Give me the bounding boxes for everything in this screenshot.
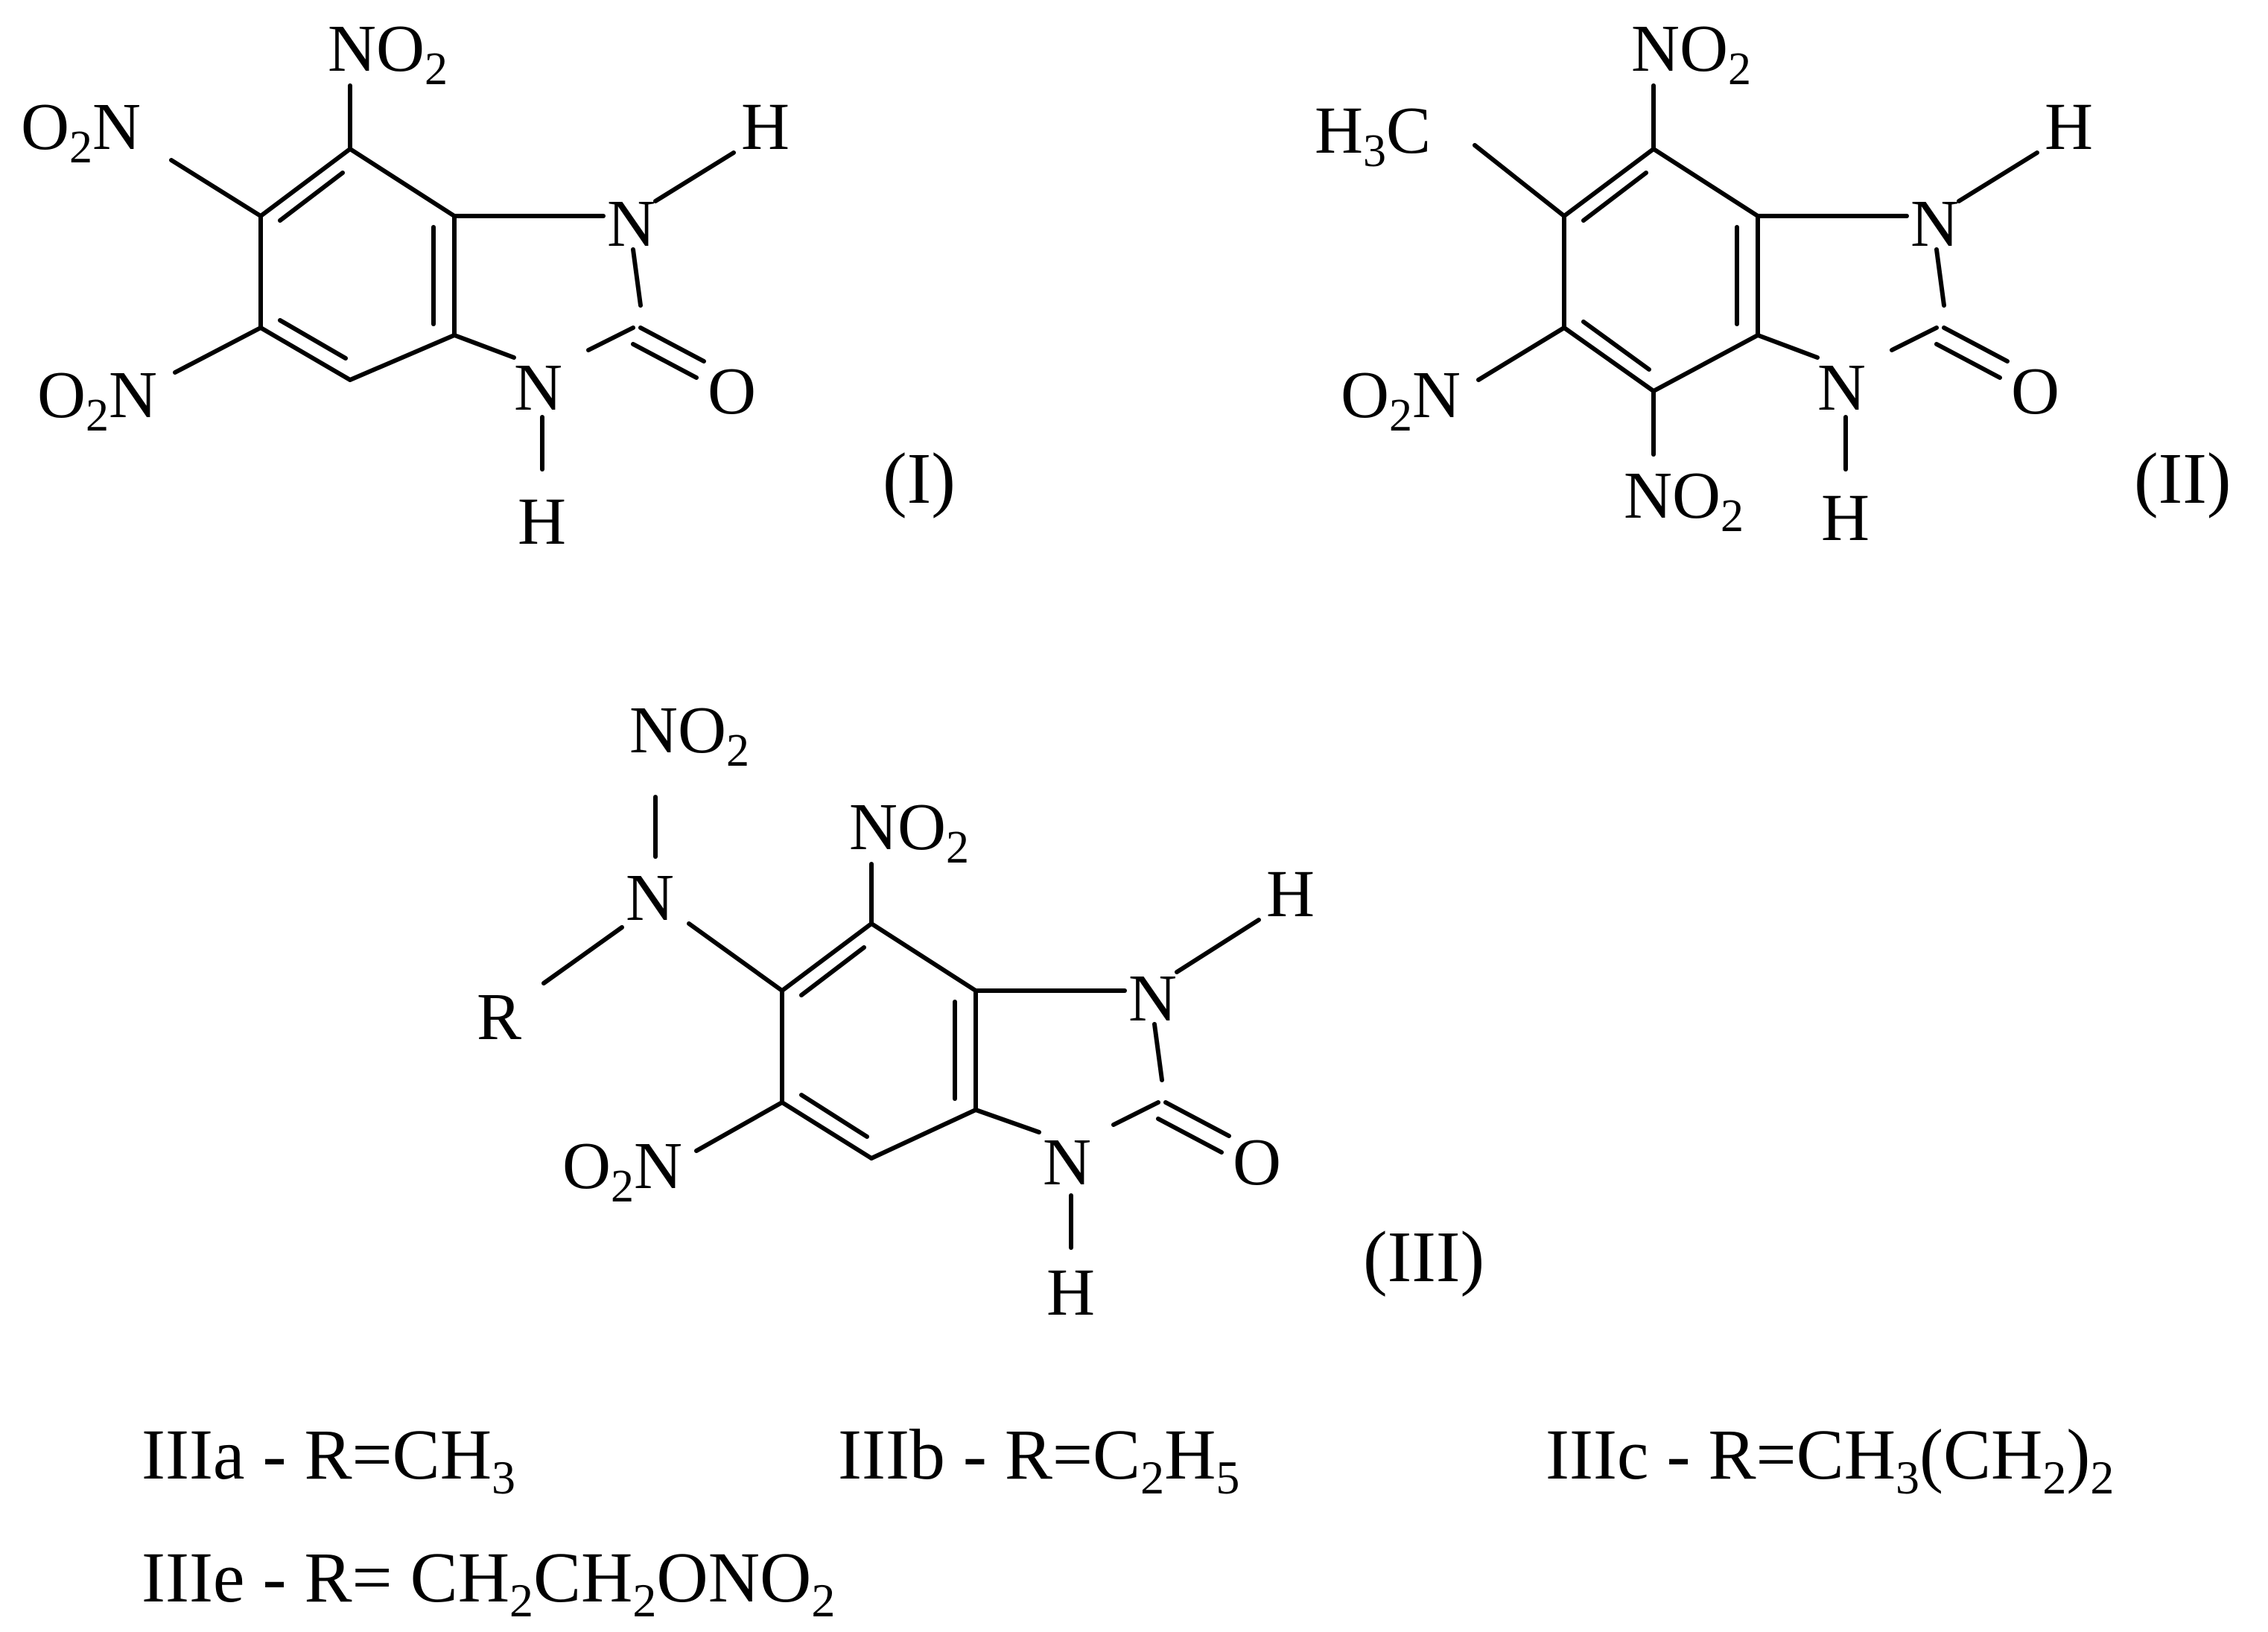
structure-I-caption: (I) — [883, 439, 956, 519]
structure-II-n-bottom-h: H — [1821, 481, 1870, 555]
structure-II-bonds — [1473, 83, 2039, 471]
structure-III-caption: (III) — [1363, 1217, 1484, 1298]
structure-III-bonds — [541, 795, 1261, 1250]
structure-II-caption: (II) — [2134, 439, 2232, 519]
structure-III-lower-left-nitro: O2N — [562, 1129, 682, 1212]
structure-I-upper-left-nitro: O2N — [21, 90, 141, 173]
structure-II-methyl: H3C — [1315, 94, 1431, 177]
structure-II: NO2 H3C O2N NO2 N H N H O (II) — [1315, 12, 2232, 555]
structure-III-n-top-h: H — [1266, 857, 1315, 931]
structure-III-n-bottom: N — [1043, 1125, 1091, 1199]
legend-IIIe: IIIe - R= CH2CH2ONO2 — [142, 1537, 835, 1627]
structure-III-atoms: NO2 N R NO2 O2N N H N H O — [477, 693, 1315, 1330]
structure-II-n-top-h: H — [2045, 90, 2093, 164]
legend-IIIa: IIIa - R=CH3 — [142, 1414, 515, 1504]
structure-II-top-nitro: NO2 — [1631, 12, 1751, 95]
structure-III-nn-nitro: NO2 — [629, 693, 749, 776]
substituent-legend: IIIa - R=CH3 IIIb - R=C2H5 IIIc - R=CH3(… — [142, 1414, 2114, 1627]
legend-IIIb: IIIb - R=C2H5 — [838, 1414, 1239, 1504]
structure-II-n-top: N — [1910, 187, 1959, 261]
structure-II-n-bottom: N — [1817, 351, 1866, 425]
structure-I-carbonyl-o: O — [708, 355, 756, 428]
structure-I-atoms: NO2 O2N O2N N H N H O — [21, 12, 790, 559]
structure-III-n-top: N — [1128, 962, 1177, 1035]
structure-I-n-bottom: N — [514, 351, 562, 425]
structure-II-carbonyl-o: O — [2011, 355, 2059, 428]
structure-III-n-bottom-h: H — [1046, 1256, 1095, 1330]
structure-III-carbonyl-o: O — [1233, 1125, 1281, 1199]
structure-III: NO2 N R NO2 O2N N H N H O (III) — [477, 693, 1484, 1330]
structure-III-amine-n: N — [626, 861, 674, 935]
structure-II-bottom-nitro: NO2 — [1624, 459, 1744, 542]
structure-II-atoms: NO2 H3C O2N NO2 N H N H O — [1315, 12, 2093, 555]
structure-I-lower-left-nitro: O2N — [37, 358, 157, 441]
structure-I-n-top-h: H — [741, 90, 790, 164]
structure-I-n-bottom-h: H — [518, 485, 566, 559]
structure-I-bonds — [169, 83, 736, 471]
structure-I: NO2 O2N O2N N H N H O (I) — [21, 12, 956, 559]
structure-I-top-nitro: NO2 — [328, 12, 448, 95]
structure-III-r-group: R — [477, 980, 521, 1054]
structure-I-n-top: N — [607, 187, 655, 261]
structure-II-lower-left-nitro: O2N — [1341, 358, 1461, 441]
structure-III-top-nitro: NO2 — [849, 790, 969, 873]
legend-IIIc: IIIc - R=CH3(CH2)2 — [1546, 1414, 2114, 1504]
